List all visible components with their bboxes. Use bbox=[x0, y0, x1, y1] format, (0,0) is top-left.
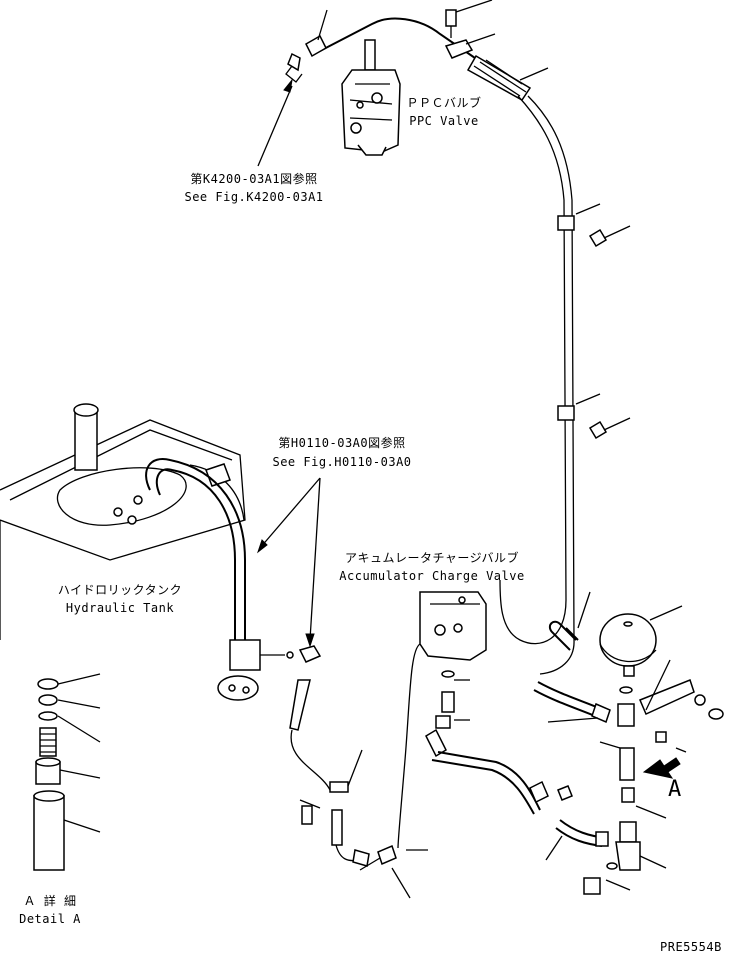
ref2-leader-b bbox=[309, 477, 321, 641]
ppc-valve-label-en: PPC Valve bbox=[409, 114, 479, 128]
detail-a-parts bbox=[33, 673, 101, 871]
ref1-arrowhead bbox=[283, 78, 293, 93]
acc-charge-valve-label-en: Accumulator Charge Valve bbox=[339, 569, 525, 583]
u-bolt bbox=[548, 591, 591, 651]
hydraulic-tank-label-jp: ハイドロリックタンク bbox=[57, 583, 183, 597]
pipe-clamps bbox=[557, 203, 631, 440]
ref2-arrow-a bbox=[257, 539, 268, 554]
ref-h0110-en: See Fig.H0110-03A0 bbox=[272, 455, 412, 469]
ppc-hose bbox=[285, 17, 476, 83]
ref-k4200-en: See Fig.K4200-03A1 bbox=[184, 190, 324, 204]
view-a-letter: A bbox=[668, 777, 682, 802]
ref-h0110-jp: 第H0110-03A0図参照 bbox=[278, 436, 406, 450]
tank-return-pipe bbox=[145, 458, 246, 640]
detail-a-title-en: Detail A bbox=[19, 912, 81, 926]
ppc-valve bbox=[341, 39, 401, 156]
tank-flange bbox=[217, 639, 294, 701]
right-fittings bbox=[533, 659, 724, 895]
accumulator-charge-valve bbox=[397, 591, 487, 849]
center-fittings bbox=[406, 670, 573, 851]
ppc-valve-label-jp: ＰＰＣバルブ bbox=[406, 96, 482, 110]
ref1-leader bbox=[257, 85, 293, 167]
ref2-leader-a bbox=[259, 477, 321, 549]
acc-charge-valve-label-jp: アキュムレータチャージバルブ bbox=[345, 551, 519, 565]
hydraulic-tank bbox=[0, 403, 246, 640]
accumulator bbox=[599, 605, 683, 677]
tank-hose bbox=[289, 679, 411, 899]
ppc-supply-pipe bbox=[527, 95, 575, 675]
drawing-number: PRE5554B bbox=[660, 940, 722, 954]
ppc-supply-pipe-inner bbox=[499, 95, 567, 645]
detail-a-title-jp: Ａ 詳 細 bbox=[23, 894, 77, 908]
hydraulic-tank-label-en: Hydraulic Tank bbox=[65, 601, 175, 615]
view-a-arrow bbox=[642, 757, 681, 779]
tank-return-pipe-2 bbox=[155, 468, 236, 640]
tank-elbow bbox=[298, 645, 322, 663]
ref-k4200-jp: 第K4200-03A1図参照 bbox=[190, 172, 318, 186]
ref2-arrow-b bbox=[305, 633, 315, 648]
